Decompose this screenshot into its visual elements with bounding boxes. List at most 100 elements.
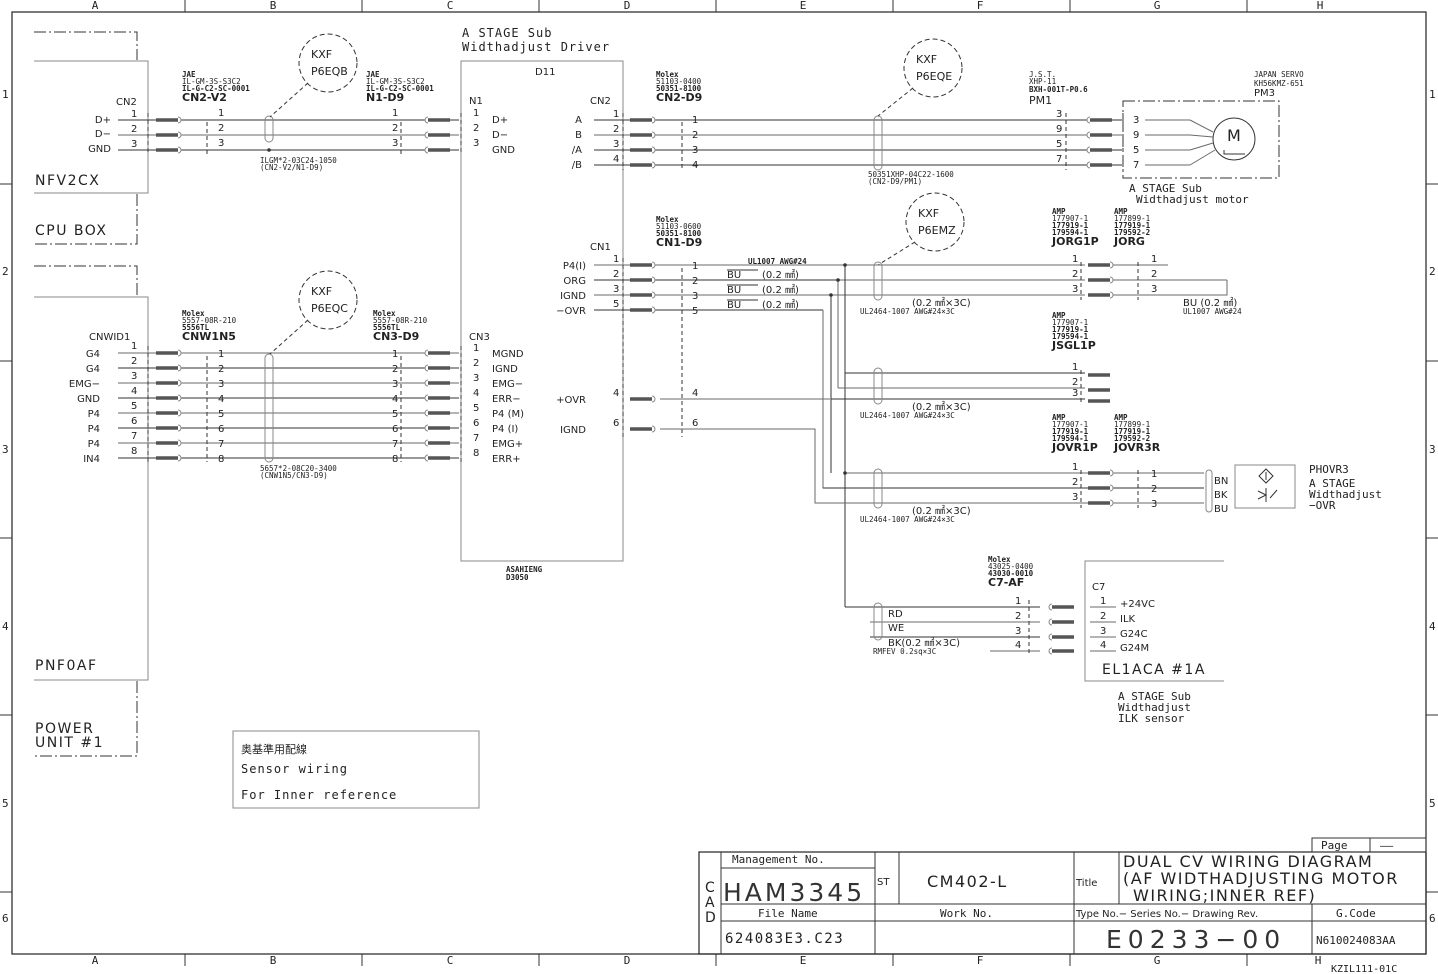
grid-row-4-right: 4 [1429,620,1436,633]
c7af-pin: 2 [1015,611,1021,622]
pm1-pin: 7 [1056,154,1062,165]
connector-part-2: 177919-1 [1052,325,1089,334]
connector-pin-cap [1048,633,1053,641]
connector-pin-cap [1109,499,1114,507]
n1-pin: 2 [473,123,479,134]
kxf-tag-circle [905,192,965,252]
title-label: Title [1075,878,1097,889]
cable2-spec: 5657*2-08C20-3400 [260,464,337,473]
connector-name: CN3-D9 [373,330,419,343]
jorg1p-pin: 3 [1072,284,1078,295]
cnwid1-signal: P4 [88,409,100,420]
shield-drain-dot [267,148,271,152]
connector-part-2: IL-G-C2-SC-0001 [366,84,434,93]
connector-maker: Molex [656,215,679,224]
cn2d9-pin: 3 [692,145,698,156]
cn2-pin: 4 [613,154,619,165]
bu-wire-label: BU [727,300,741,311]
ovr-desc-2: Widthadjust [1309,488,1382,501]
jovr1p-pin: 2 [1072,477,1078,488]
kxf-tag-circle [298,33,358,93]
connector-pin-cap [651,276,656,284]
junction-dot [836,278,840,282]
cn1d9-pin: 3 [692,291,698,302]
connector-pin-cap [177,116,182,124]
type-value: E0233−00 [1106,925,1286,954]
connector-pin-cap [177,424,182,432]
cnwid1-signal: G4 [86,349,100,360]
jovr1p-pin: 3 [1072,492,1078,503]
connector-name: CN1-D9 [656,236,702,249]
jsgl1p-pin: 2 [1072,377,1078,388]
cnw1n5-pin: 4 [218,394,224,405]
connector-pin-cap [651,425,656,433]
grid-col-f: F [977,0,984,12]
cn2d9-pin: 2 [692,130,698,141]
c7af-pin: 3 [1015,626,1021,637]
connector-maker: AMP [1052,413,1066,422]
c7-pin: 1 [1100,596,1106,607]
cnwid1-pin: 7 [131,431,137,442]
cpu-pin-1: 1 [131,109,137,120]
motor-id: PM3 [1254,88,1275,99]
jsgl1p-pin: 1 [1072,362,1078,373]
bu-wire-spec: (0.2 ㎟) [762,299,799,311]
connector-maker: AMP [1114,413,1128,422]
ovr-sensor: PHOVR3 A STAGE Widthadjust −OVR BN BK BU [1205,463,1382,515]
connector-part-1: 43025-0400 [988,562,1034,571]
driver-id: D11 [535,67,555,78]
connector-name: JORG [1113,235,1145,248]
connector-part-1: 5557-08R-210 [373,316,428,325]
cn1d9-pin: 2 [692,276,698,287]
cn1-pin: 2 [613,269,619,280]
ilk-wire-bk: BK(0.2 ㎟×3C) [888,637,960,649]
bu-wire-spec: (0.2 ㎟) [762,284,799,296]
connector-pin-cap [177,146,182,154]
cn3-signal: ERR+ [492,454,521,465]
connector-part-2: 177919-1 [1114,221,1151,230]
cn3-pin: 6 [473,418,479,429]
motor-desc-2: Widthadjust motor [1136,193,1249,206]
cable-shield [264,353,274,463]
bu-wire-label: BU [727,285,741,296]
connector-part-1: 177907-1 [1052,214,1088,223]
cnw1n5-pin: 8 [218,454,224,465]
file-value: 624083E3.C23 [725,931,844,947]
jorg1p-pin: 1 [1072,254,1078,265]
ul2464-size: (0.2 ㎟×3C) [912,297,971,309]
kxf-leader [877,241,916,266]
kxf-tag-line1: KXF [311,48,332,61]
connector-pin-cap [424,364,429,372]
cn3d9-pin: 7 [392,439,398,450]
grid-row-6-right: 6 [1429,912,1436,925]
connector-pin-cap [651,116,656,124]
connector-maker: Molex [988,555,1011,564]
connector-pin-cap [651,395,656,403]
connector-maker: JAE [182,70,196,79]
junction-dot [829,293,833,297]
cnwid1-pin: 2 [131,356,137,367]
connector-pin-cap [424,454,429,462]
grid-col-c: C [447,0,454,12]
grid-col-d-bottom: D [624,954,631,967]
pm1-pin: 9 [1056,124,1062,135]
cnw1n5-pin: 3 [218,379,224,390]
cable-shield [873,468,883,509]
jovr3r-pin: 3 [1151,499,1157,510]
cn3-signal: EMG+ [492,439,523,450]
connector-pin-cap [1109,276,1114,284]
kxf-leader [269,319,309,355]
motor-model: KH56KMZ-651 [1254,79,1304,88]
cn1d9-pin: 1 [692,261,698,272]
cnwid1-signal: EMG− [69,379,100,390]
kxf-tag-line2: P6EQB [311,65,348,78]
cn2v2-pin: 2 [218,123,224,134]
type-label: Type No.− Series No.− Drawing Rev. [1075,909,1258,920]
connector-pin-cap [1086,116,1091,124]
ul2464-spec: UL2464-1007 AWG#24×3C [860,307,955,316]
c7-pin: 2 [1100,611,1106,622]
cable1-route: (CN2-V2/N1-D9) [260,163,323,172]
ovr-wire-bu: BU [1214,504,1228,515]
connector-name: C7-AF [988,576,1024,589]
connector-part-1: 177899-1 [1114,420,1150,429]
